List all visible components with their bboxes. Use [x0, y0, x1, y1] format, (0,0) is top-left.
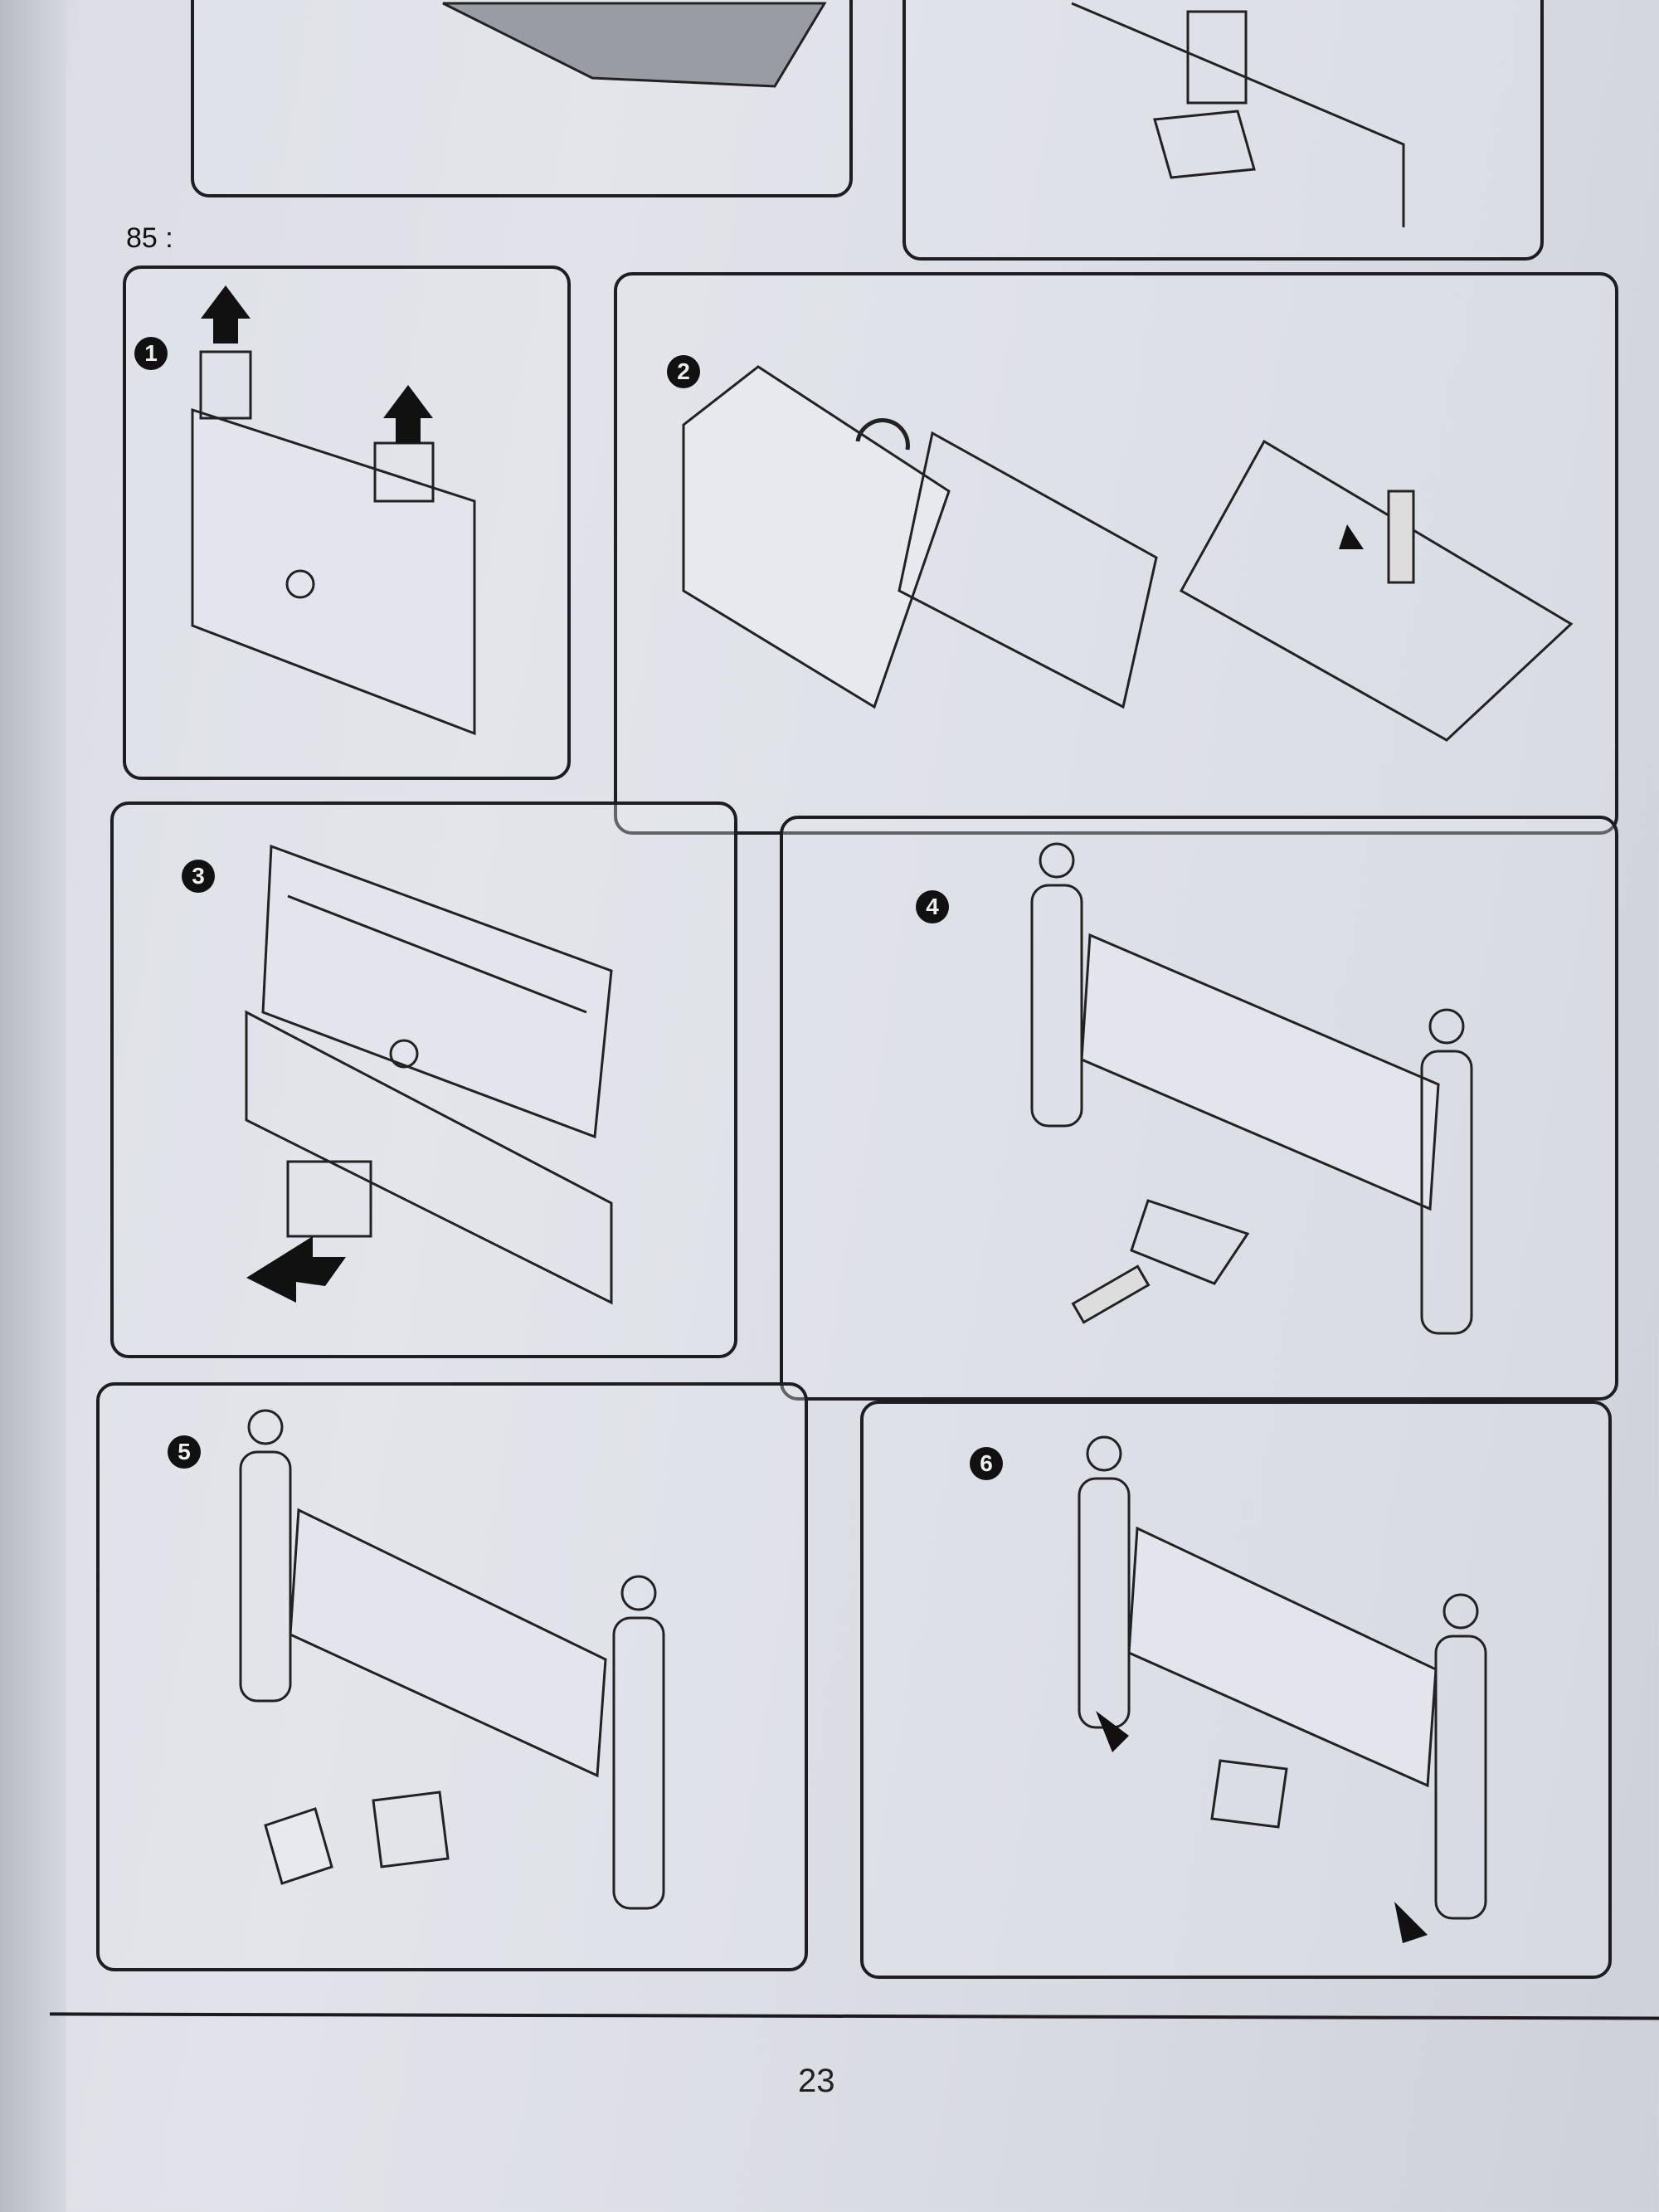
step-6-panel: 6 [860, 1401, 1612, 1979]
two-people-lift-tv-attach-cover-illustration [239, 1409, 665, 1910]
tv-flat-illustration [442, 2, 827, 88]
two-people-lift-tv-attach-stand-illustration [1030, 842, 1473, 1335]
step-number-badge: 3 [182, 860, 215, 893]
previous-step-panel-left [191, 0, 853, 197]
tv-upright-remove-foam-illustration [245, 844, 613, 1305]
page-number: 23 [798, 2063, 835, 2099]
step-5-panel: 5 [96, 1382, 808, 1971]
two-people-remove-foam-illustration [1078, 1435, 1487, 1943]
step-number-badge: 1 [134, 337, 168, 370]
book-spine-shadow [0, 0, 66, 2212]
foam-packaging-removal-illustration [191, 285, 476, 736]
page-footer-divider [49, 2012, 1659, 2020]
step-4-panel: 4 [780, 816, 1618, 1401]
step-1-panel: 1 [123, 266, 571, 780]
step-number-badge: 6 [970, 1447, 1003, 1480]
previous-step-panel-right [902, 0, 1544, 261]
step-number-badge: 5 [168, 1435, 201, 1469]
tv-stand-illustration [1071, 2, 1405, 227]
step-number-badge: 2 [667, 355, 700, 388]
step-3-panel: 3 [110, 801, 737, 1358]
step-2-panel: 2 [614, 272, 1618, 835]
step-number-badge: 4 [916, 890, 949, 923]
stand-attach-illustration [682, 365, 1574, 742]
section-label: 85 : [126, 222, 173, 254]
